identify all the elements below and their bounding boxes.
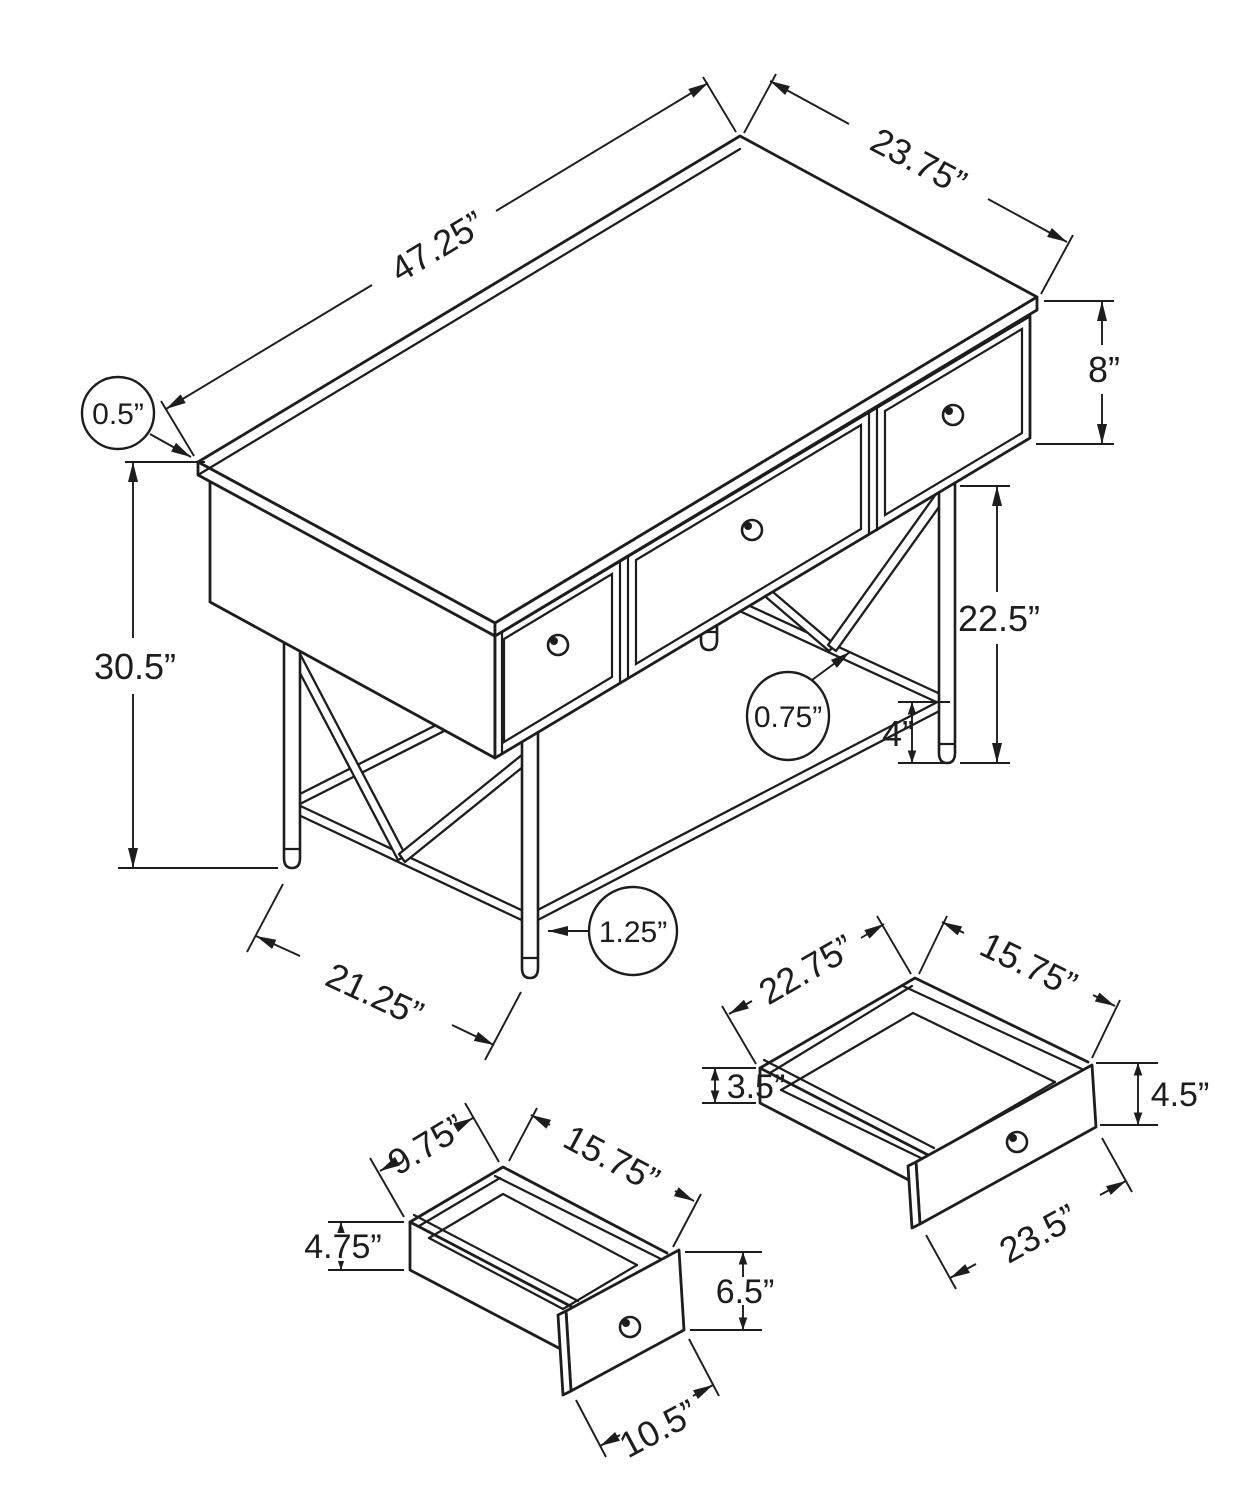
right-drawer-front bbox=[883, 327, 1024, 517]
dim-stretcher-gap-label: 4” bbox=[882, 713, 914, 754]
dim-apron-height-label: 8” bbox=[1088, 349, 1120, 390]
dim-top-depth-label: 23.75” bbox=[864, 119, 973, 203]
dim-leg-height: 22.5” bbox=[958, 485, 1040, 764]
dim-side-side-height: 4.75” bbox=[304, 1221, 404, 1271]
dim-side-box-depth-label: 15.75” bbox=[557, 1116, 666, 1200]
dim-top-length-label: 47.25” bbox=[383, 203, 492, 291]
dim-side-front-width-label: 10.5” bbox=[612, 1391, 704, 1466]
dim-side-front-height: 6.5” bbox=[685, 1251, 775, 1331]
center-drawer-front bbox=[634, 423, 863, 666]
dim-side-box-width-label: 9.75” bbox=[381, 1106, 472, 1183]
left-end-stretcher bbox=[286, 800, 536, 926]
dim-side-box-width: 9.75” bbox=[369, 1102, 500, 1218]
right-drawer-knob-icon bbox=[941, 403, 965, 427]
callout-leg-diameter-label: 1.25” bbox=[599, 916, 667, 949]
front-left-leg bbox=[520, 726, 540, 980]
callout-leg-diameter: 1.25” bbox=[548, 885, 679, 977]
center-drawer-rim bbox=[758, 976, 1090, 1070]
desk-top-edge-front bbox=[493, 295, 1039, 638]
dim-center-side-height-label: 3.5” bbox=[727, 1068, 786, 1106]
callout-top-thickness-label: 0.5” bbox=[92, 398, 144, 431]
callout-stretcher-diameter: 0.75” bbox=[745, 651, 851, 762]
dim-leg-span: 21.25” bbox=[246, 883, 522, 1061]
back-left-leg bbox=[282, 636, 302, 870]
dim-leg-height-label: 22.5” bbox=[958, 598, 1040, 639]
center-drawer-view: 22.75” 15.75” 3.5” 4.5” 23.5” bbox=[702, 915, 1210, 1290]
desk-body bbox=[208, 314, 1032, 760]
dim-center-front-height: 4.5” bbox=[1096, 1062, 1210, 1126]
dim-center-side-height: 3.5” bbox=[702, 1067, 786, 1106]
center-drawer-front-panel-edge bbox=[906, 1160, 922, 1230]
desk-top bbox=[196, 134, 1039, 638]
center-drawer-knob-icon bbox=[740, 518, 764, 542]
dim-overall-height: 30.5” bbox=[94, 461, 278, 869]
side-drawer-front-panel-edge bbox=[556, 1309, 573, 1397]
callout-stretcher-diameter-label: 0.75” bbox=[754, 701, 822, 734]
side-drawer-knob-icon bbox=[618, 1315, 642, 1339]
dim-side-front-height-label: 6.5” bbox=[716, 1273, 775, 1311]
callout-top-thickness: 0.5” bbox=[80, 375, 192, 458]
dim-center-front-width-label: 23.5” bbox=[992, 1196, 1084, 1272]
desk-view: 47.25” 23.75” 8” 30.5” bbox=[80, 73, 1120, 1061]
side-drawer-floor bbox=[427, 1192, 639, 1311]
left-v-brace-front-arm bbox=[397, 752, 531, 864]
left-drawer-front bbox=[502, 572, 614, 744]
dim-center-front-height-label: 4.5” bbox=[1151, 1076, 1210, 1114]
left-drawer-knob-icon bbox=[546, 633, 570, 657]
dim-stretcher-gap: 4” bbox=[882, 701, 950, 764]
desk-legs bbox=[282, 480, 957, 980]
dim-leg-span-label: 21.25” bbox=[320, 954, 430, 1034]
dim-apron-height: 8” bbox=[1036, 300, 1120, 445]
dim-center-box-width-label: 22.75” bbox=[752, 926, 861, 1013]
dim-center-box-depth-label: 15.75” bbox=[974, 924, 1084, 1006]
dim-side-side-height-label: 4.75” bbox=[304, 1228, 382, 1266]
dim-overall-height-label: 30.5” bbox=[94, 646, 176, 687]
front-right-leg bbox=[937, 480, 957, 765]
dim-center-box-depth: 15.75” bbox=[918, 915, 1121, 1059]
side-drawer-view: 9.75” 15.75” 4.75” 6.5” bbox=[304, 1102, 775, 1466]
desk-top-back-underside bbox=[196, 147, 742, 477]
dim-center-box-width: 22.75” bbox=[721, 915, 912, 1065]
side-drawer-box bbox=[408, 1165, 686, 1397]
dim-side-box-depth: 15.75” bbox=[508, 1107, 702, 1248]
center-drawer-box bbox=[758, 976, 1098, 1230]
center-drawer-knob-icon bbox=[1005, 1130, 1029, 1154]
side-drawer-rim bbox=[408, 1165, 669, 1255]
